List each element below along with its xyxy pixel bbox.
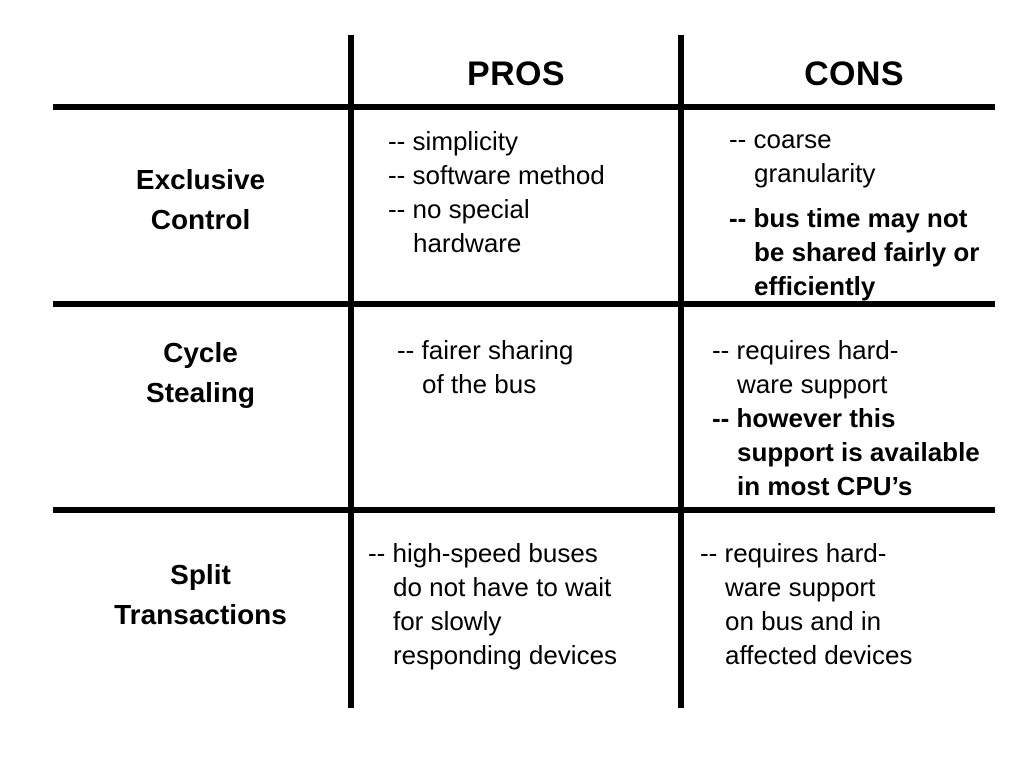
row-label-cycle-stealing: Cycle Stealing [53, 333, 348, 413]
text-line: efficiently [754, 271, 876, 301]
row-label-line-1: Exclusive [135, 164, 266, 195]
cell-pros-split-transactions: -- high-speed buses do not have to wait fo… [368, 536, 617, 672]
text-line: ware support [725, 572, 876, 602]
text-line: for slowly [393, 606, 502, 636]
text-line: affected devices [725, 640, 913, 670]
text-line: -- high-speed buses [368, 538, 598, 568]
row-divider-rule-1 [53, 301, 995, 307]
cell-pros-cycle-stealing: -- fairer sharing of the bus [397, 333, 573, 401]
text-line: -- fairer sharing [397, 335, 574, 365]
row-label-line-1: Cycle [163, 337, 238, 368]
row-label-line-1: Split [170, 559, 231, 590]
text-line: granularity [754, 158, 876, 188]
text-line: -- requires hard- [712, 335, 899, 365]
text-line: -- however this [712, 403, 896, 433]
cell-cons-split-transactions: -- requires hard-ware support on bus and … [700, 536, 912, 672]
cell-cons-exclusive-control: -- coarse granularity -- bus time may not… [729, 122, 979, 303]
column-header-cons-label: CONS [804, 55, 904, 93]
text-line: support is available [737, 437, 980, 467]
column-header-cons: CONS [684, 50, 1024, 98]
column-header-pros-label: PROS [467, 55, 565, 93]
row-divider-rule-2 [53, 507, 995, 513]
text-line: responding devices [393, 640, 618, 670]
column-divider-rule-1 [348, 35, 354, 708]
header-divider-rule [53, 104, 995, 110]
row-label-line-2: Control [150, 204, 251, 235]
text-line: in most CPU’s [737, 471, 913, 501]
cell-pros-exclusive-control: -- simplicity -- software method -- no spe… [388, 124, 605, 260]
text-line: -- bus time may not [729, 203, 968, 233]
cell-cons-cycle-stealing: -- requires hard-ware support -- however … [712, 333, 980, 503]
text-line: -- requires hard- [700, 538, 887, 568]
text-line: -- no special [388, 194, 530, 224]
column-header-pros: PROS [354, 50, 678, 98]
text-line: -- software method [388, 160, 605, 190]
row-label-exclusive-control: Exclusive Control [53, 160, 348, 240]
row-label-line-2: Stealing [146, 377, 255, 408]
text-line: hardware [413, 228, 522, 258]
row-label-split-transactions: Split Transactions [53, 555, 348, 635]
text-line: ware support [737, 369, 888, 399]
text-line: -- coarse [729, 124, 832, 154]
text-line: do not have to wait [393, 572, 612, 602]
text-line: -- simplicity [388, 126, 518, 156]
text-line: be shared fairly or [754, 237, 980, 267]
text-line: on bus and in [725, 606, 882, 636]
text-line: of the bus [422, 369, 537, 399]
row-label-line-2: Transactions [114, 599, 287, 630]
text-line-spacer [729, 190, 979, 201]
column-divider-rule-2 [678, 35, 684, 708]
